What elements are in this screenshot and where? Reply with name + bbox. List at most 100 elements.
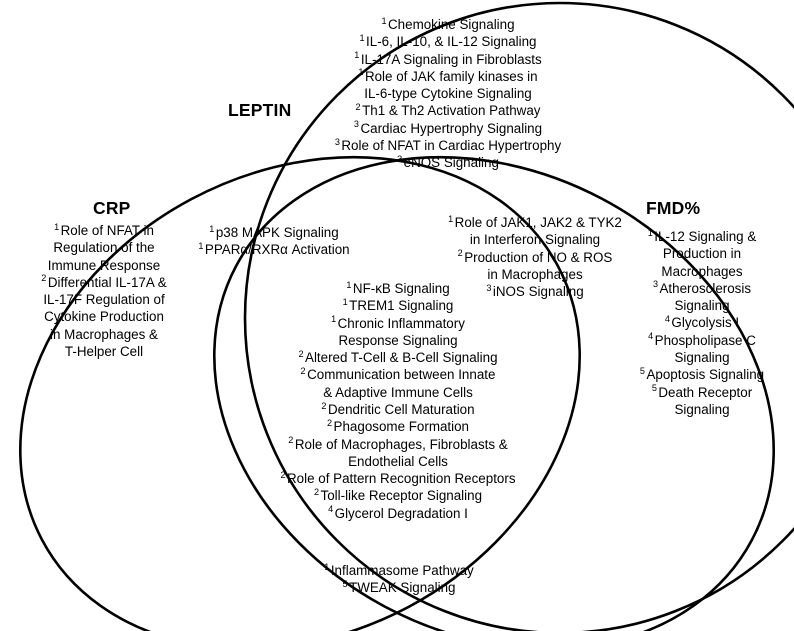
set-label-fmd: FMD%: [646, 198, 701, 218]
pathway-line: IL-17F Regulation of: [43, 292, 165, 308]
pathway-rank-superscript: 1: [346, 279, 352, 290]
pathway-rank-superscript: 2: [280, 469, 286, 480]
pathway-line: Endothelial Cells: [348, 453, 448, 469]
set-label-leptin: LEPTIN: [228, 100, 292, 120]
pathway-rank-superscript: 1: [647, 227, 653, 238]
pathway-line: Signaling: [674, 401, 730, 417]
pathway-rank-superscript: 1: [331, 314, 337, 325]
pathway-line: Production in: [662, 246, 742, 262]
pathway-rank-superscript: 1: [359, 32, 365, 43]
pathway-line: Macrophages: [661, 263, 743, 279]
pathway-line: in Interferon Signaling: [469, 232, 601, 248]
pathway-line: T-Helper Cell: [64, 343, 144, 359]
circle-leptin: [243, 1, 794, 631]
pathway-rank-superscript: 1: [54, 221, 60, 232]
pathway-line: in Macrophages: [487, 266, 583, 282]
pathway-rank-superscript: 2: [326, 417, 333, 428]
pathway-rank-superscript: 1: [342, 296, 348, 307]
pathway-line: Regulation of the: [53, 240, 155, 256]
pathway-line: Signaling: [674, 298, 730, 314]
pathway-line: in Macrophages &: [50, 326, 158, 342]
pathway-rank-superscript: 3: [334, 136, 340, 147]
pathway-rank-superscript: 1: [381, 15, 387, 26]
pathway-rank-superscript: 5: [639, 365, 645, 376]
pathway-rank-superscript: 1: [354, 50, 360, 61]
pathway-rank-superscript: 1: [448, 213, 454, 224]
pathway-line: & Adaptive Immune Cells: [323, 384, 473, 400]
pathway-rank-superscript: 3: [486, 282, 492, 293]
set-label-crp: CRP: [93, 198, 131, 218]
circle-crp: [18, 155, 582, 631]
pathway-line: Cytokine Production: [44, 309, 164, 325]
pathway-rank-superscript: 2: [300, 365, 306, 376]
pathway-line: Immune Response: [47, 257, 161, 273]
pathway-rank-superscript: 2: [321, 400, 327, 411]
pathway-rank-superscript: 1: [358, 67, 364, 78]
pathway-rank-superscript: 3: [353, 119, 359, 130]
pathway-line: Signaling: [674, 349, 730, 365]
pathway-rank-superscript: 1: [209, 223, 215, 234]
pathway-rank-superscript: 4: [664, 313, 670, 324]
pathway-rank-superscript: 3: [397, 153, 403, 164]
pathway-rank-superscript: 4: [648, 331, 654, 342]
pathway-rank-superscript: 4: [328, 504, 334, 515]
pathway-rank-superscript: 2: [457, 248, 463, 259]
